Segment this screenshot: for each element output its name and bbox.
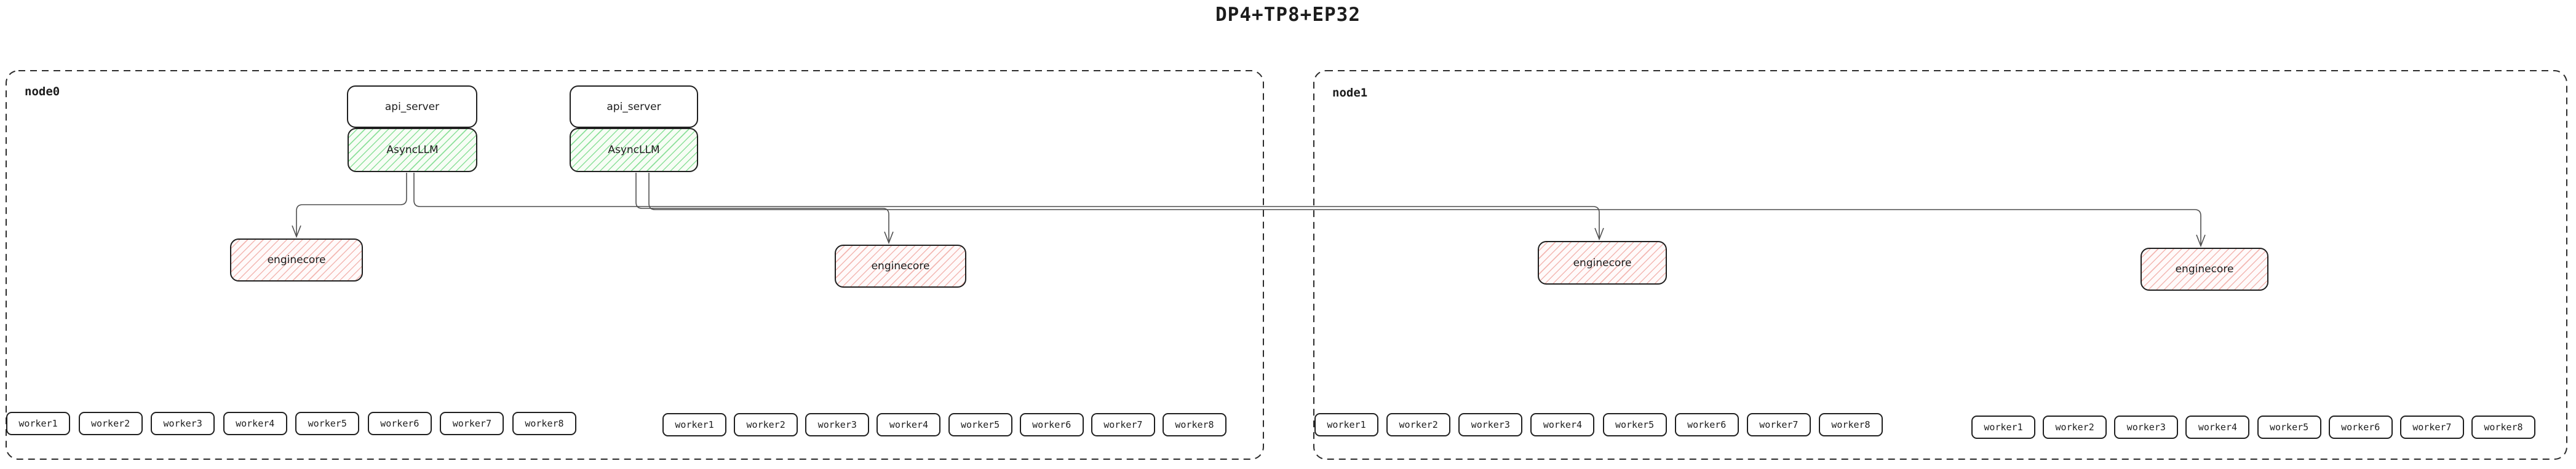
api-server-box-2: api_server [570,85,698,128]
worker-box: worker3 [1458,413,1523,436]
enginecore-box-2: enginecore [835,245,966,288]
worker-box: worker7 [440,412,504,435]
edge-asyncllm2-enginecore2 [635,173,894,245]
worker-box: worker4 [1530,413,1595,436]
worker-box: worker4 [223,412,287,435]
worker-box: worker5 [2257,416,2321,439]
enginecore-box-1: enginecore [230,238,363,282]
worker-group-node1-1: worker1 worker2 worker3 worker4 worker5 … [1314,413,1883,436]
worker-box: worker2 [2043,416,2107,439]
worker-box: worker8 [1818,413,1883,436]
worker-box: worker2 [78,412,143,435]
worker-box: worker3 [2114,416,2179,439]
node1-outline [1313,70,2567,460]
worker-box: worker3 [805,413,870,436]
enginecore-box-4: enginecore [2141,248,2268,291]
worker-box: worker7 [2399,416,2464,439]
worker-box: worker3 [151,412,215,435]
worker-box: worker5 [1602,413,1667,436]
worker-box: worker7 [1746,413,1811,436]
worker-box: worker1 [662,413,726,436]
worker-box: worker6 [2328,416,2393,439]
worker-box: worker4 [877,413,941,436]
enginecore-box-3: enginecore [1538,241,1667,285]
edge-asyncllm2-enginecore4 [648,173,2206,248]
worker-box: worker6 [367,412,432,435]
worker-box: worker7 [1091,413,1155,436]
edge-asyncllm1-enginecore1 [292,173,407,238]
worker-box: worker8 [2471,416,2535,439]
worker-box: worker8 [1162,413,1226,436]
api-server-box-1: api_server [347,85,477,128]
node0-label: node0 [25,85,60,98]
worker-box: worker5 [295,412,360,435]
worker-box: worker1 [1971,416,2035,439]
worker-box: worker5 [948,413,1012,436]
worker-group-node1-2: worker1 worker2 worker3 worker4 worker5 … [1971,416,2535,439]
worker-box: worker4 [2185,416,2250,439]
worker-box: worker8 [512,412,576,435]
node1-label: node1 [1332,86,1368,100]
worker-box: worker1 [1314,413,1378,436]
worker-box: worker2 [1386,413,1451,436]
diagram-title: DP4+TP8+EP32 [1215,4,1361,26]
edge-asyncllm1-enginecore3 [413,173,1604,241]
asyncllm-box-2: AsyncLLM [570,128,698,172]
worker-box: worker2 [734,413,798,436]
worker-box: worker6 [1019,413,1084,436]
worker-box: worker1 [6,412,70,435]
asyncllm-box-1: AsyncLLM [348,128,477,172]
worker-group-node0-2: worker1 worker2 worker3 worker4 worker5 … [662,413,1226,436]
worker-box: worker6 [1674,413,1739,436]
worker-group-node0-1: worker1 worker2 worker3 worker4 worker5 … [6,412,576,435]
